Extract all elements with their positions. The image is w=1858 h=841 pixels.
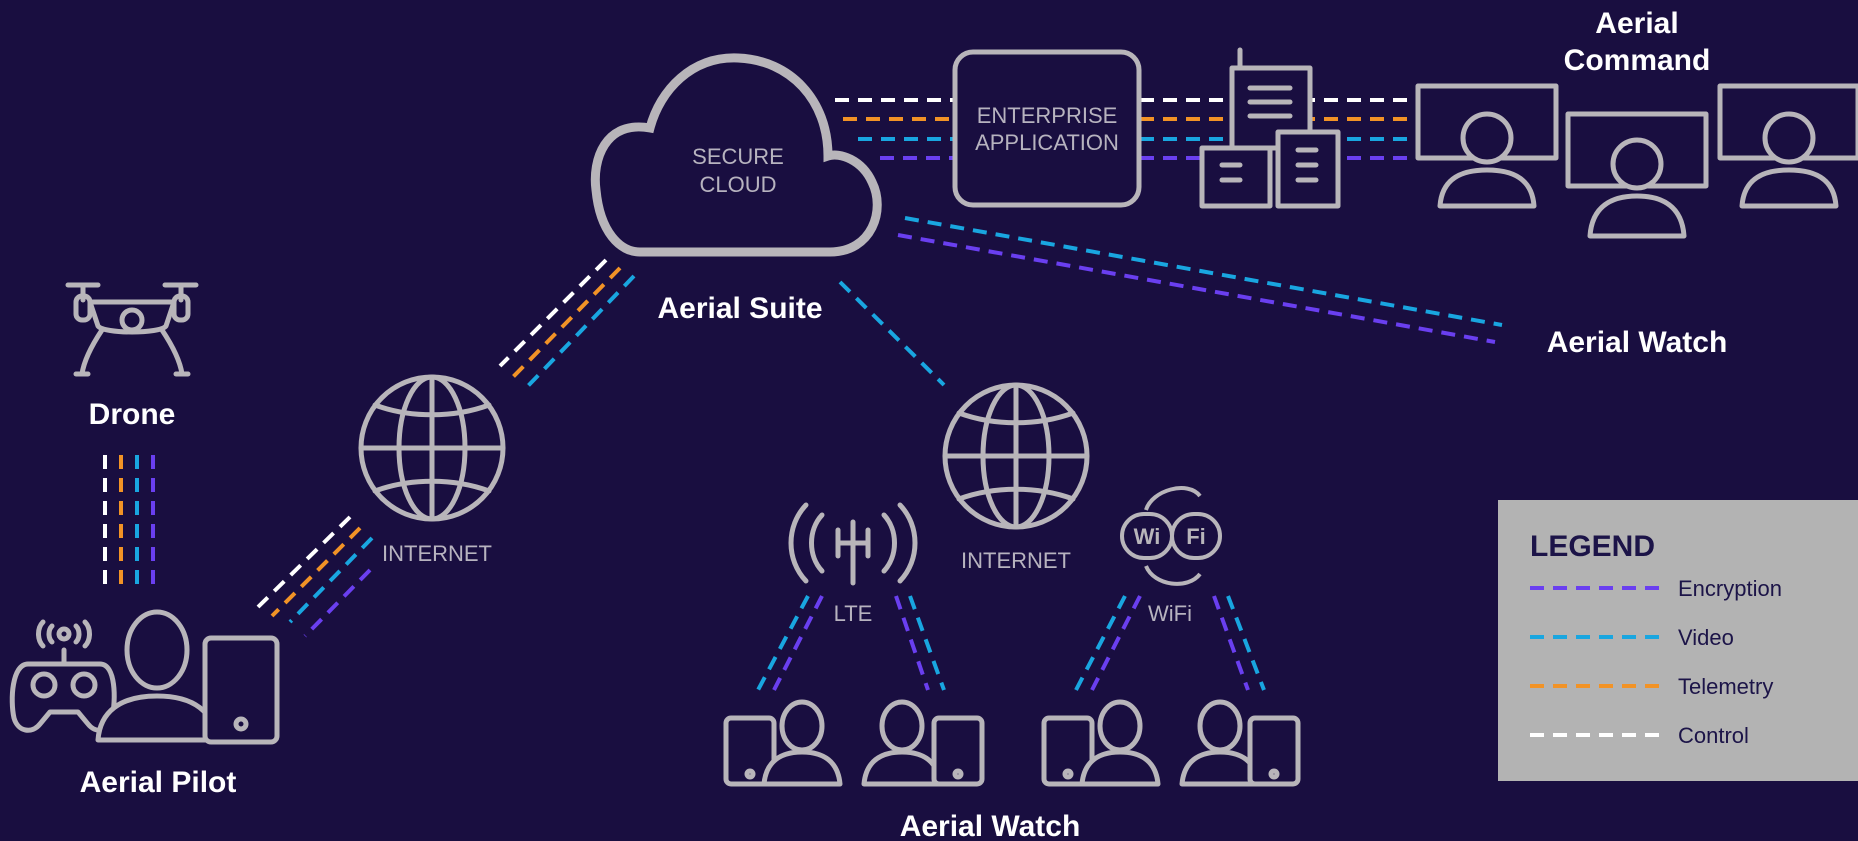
legend-label-telemetry: Telemetry: [1678, 674, 1773, 699]
link-lte-left-encryption: [772, 595, 824, 691]
internet-left-label: INTERNET: [382, 541, 492, 566]
legend-title: LEGEND: [1530, 530, 1655, 563]
monitor-user-icon: [1717, 83, 1858, 209]
secure-cloud-label-2: CLOUD: [699, 172, 776, 197]
link-cloud-internet-video: [524, 274, 636, 390]
aerial-command-label-2: Command: [1564, 44, 1711, 77]
internet-left-node: INTERNET: [358, 374, 506, 566]
wifi-node: Wi Fi WiFi: [1120, 486, 1222, 626]
link-lte-right-video: [908, 595, 946, 691]
wifi-logo-left-text: Wi: [1134, 524, 1161, 549]
drone-node: Drone: [65, 282, 199, 431]
link-cloud-watch-video: [904, 216, 1503, 327]
wifi-label: WiFi: [1148, 601, 1192, 626]
link-cloud-internet2-video: [838, 280, 946, 387]
link-internet-pilot-control: [256, 515, 352, 609]
secure-cloud-node: SECURE CLOUD Aerial Suite: [590, 53, 882, 325]
aerial-watch-bottom-label: Aerial Watch: [900, 810, 1081, 841]
wifi-logo-right-text: Fi: [1186, 524, 1206, 549]
legend-label-video: Video: [1678, 625, 1734, 650]
viewer-2: [861, 699, 985, 787]
lte-node: LTE: [788, 502, 918, 626]
legend-item: Telemetry: [1530, 674, 1773, 699]
link-cloud-internet-telemetry: [510, 266, 622, 380]
globe-icon: [942, 382, 1090, 530]
legend-label-control: Control: [1678, 723, 1749, 748]
controller-icon: [9, 619, 117, 733]
connections: [103, 98, 1503, 691]
monitor-user-icon: [1565, 111, 1709, 239]
drone-label: Drone: [89, 398, 176, 431]
enterprise-app-node: ENTERPRISE APPLICATION: [952, 49, 1142, 208]
legend: LEGEND Encryption Video Telemetry Contro…: [1498, 500, 1858, 781]
link-lte-left-video: [756, 595, 810, 691]
aerial-pilot-label: Aerial Pilot: [80, 766, 237, 799]
internet-right-label: INTERNET: [961, 548, 1071, 573]
aerial-suite-label: Aerial Suite: [657, 292, 822, 325]
monitor-user-icon: [1415, 83, 1559, 209]
internet-right-node: INTERNET: [942, 382, 1090, 573]
viewer-3: [1041, 699, 1161, 787]
link-wifi-right-video: [1226, 595, 1266, 691]
legend-item: Encryption: [1530, 576, 1782, 601]
secure-cloud-label-1: SECURE: [692, 144, 784, 169]
link-wifi-left-encryption: [1090, 595, 1142, 691]
link-wifi-left-video: [1074, 595, 1127, 691]
viewer-4: [1179, 699, 1301, 787]
aerial-command-label-1: Aerial: [1595, 7, 1678, 40]
globe-icon: [358, 374, 506, 522]
link-cloud-watch-encryption: [897, 233, 1496, 344]
aerial-pilot-node: Aerial Pilot: [9, 609, 280, 799]
link-lte-right-encryption: [894, 595, 930, 691]
link-internet-pilot-video: [288, 536, 374, 624]
link-wifi-right-encryption: [1212, 595, 1250, 691]
aerial-watch-right-label: Aerial Watch: [1547, 326, 1728, 359]
enterprise-label-1: ENTERPRISE: [977, 103, 1118, 128]
enterprise-label-2: APPLICATION: [975, 130, 1119, 155]
tablet-icon: [202, 635, 280, 745]
antenna-icon: [788, 502, 918, 586]
cloud-icon: [590, 53, 882, 257]
legend-label-encryption: Encryption: [1678, 576, 1782, 601]
link-internet-pilot-encryption: [303, 568, 372, 638]
user-icon: [95, 609, 219, 743]
buildings-icon: [1199, 47, 1341, 209]
aerial-watch-bottom-node: Aerial Watch: [723, 699, 1301, 841]
enterprise-app-icon: [952, 49, 1142, 208]
wifi-logo-icon: Wi Fi: [1120, 486, 1222, 586]
lte-label: LTE: [834, 601, 873, 626]
aerial-command-node: Aerial Command: [1415, 7, 1858, 239]
link-cloud-internet-control: [498, 258, 608, 368]
legend-item: Control: [1530, 723, 1749, 748]
viewer-1: [723, 699, 843, 787]
link-internet-pilot-telemetry: [270, 526, 362, 618]
drone-icon: [65, 282, 199, 377]
legend-item: Video: [1530, 625, 1734, 650]
